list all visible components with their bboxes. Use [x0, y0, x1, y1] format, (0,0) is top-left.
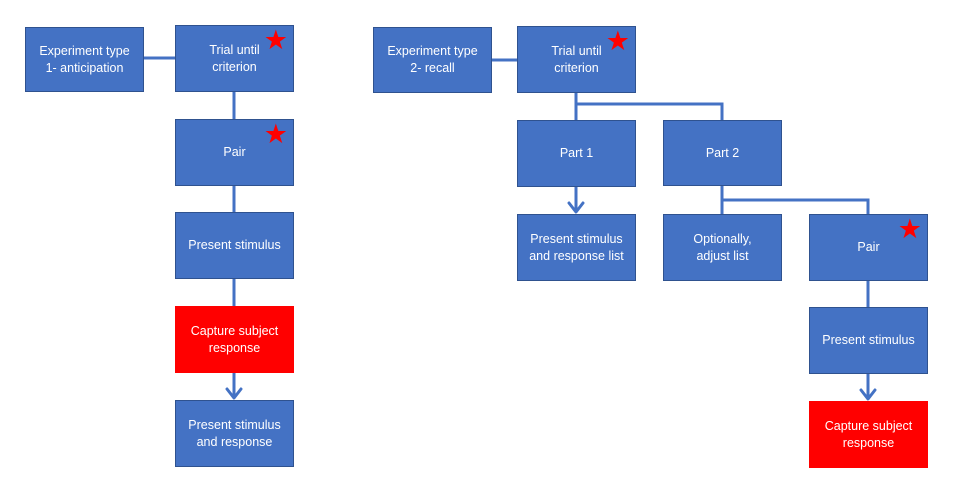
trial-until-criterion-box-2: Trial until criterion ★: [517, 26, 636, 93]
part-1-box: Part 1: [517, 120, 636, 187]
capture-subject-response-box-1: Capture subject response: [175, 306, 294, 373]
star-icon: ★: [263, 119, 288, 150]
part-2-box: Part 2: [663, 120, 782, 186]
star-icon: ★: [263, 25, 288, 56]
connector-part2-to-pair2: [722, 198, 870, 214]
trial-until-criterion-label-1: Trial until criterion: [209, 42, 260, 74]
present-stimulus-and-response-box: Present stimulus and response: [175, 400, 294, 467]
optionally-adjust-list-box: Optionally, adjust list: [663, 214, 782, 281]
present-stimulus-label-2: Present stimulus: [822, 333, 915, 347]
experiment-type-1-label: Experiment type 1- anticipation: [39, 43, 130, 75]
experiment-type-2-label: Experiment type 2- recall: [387, 44, 478, 75]
experiment-type-1-box: Experiment type 1- anticipation: [25, 27, 144, 92]
capture-subject-response-label-2: Capture subject response: [824, 418, 913, 450]
pair-box-2: Pair ★: [809, 214, 928, 281]
present-stimulus-and-response-label: Present stimulus and response: [188, 417, 281, 449]
present-stimulus-box-1: Present stimulus: [175, 212, 294, 279]
capture-subject-response-box-2: Capture subject response: [809, 401, 928, 468]
trial-until-criterion-label-2: Trial until criterion: [551, 43, 602, 75]
present-stimulus-label-1: Present stimulus: [188, 238, 281, 252]
trial-until-criterion-box-1: Trial until criterion ★: [175, 25, 294, 92]
present-stimulus-and-response-list-label: Present stimulus and response list: [529, 231, 624, 263]
part-2-label: Part 2: [705, 145, 740, 160]
star-icon: ★: [897, 214, 922, 245]
part-1-label: Part 1: [559, 146, 594, 160]
present-stimulus-and-response-list-box: Present stimulus and response list: [517, 214, 636, 281]
optionally-adjust-list-label: Optionally, adjust list: [693, 231, 752, 263]
connector-trial2-to-part2: [576, 102, 724, 120]
pair-label-1: Pair: [223, 145, 246, 159]
arrowhead-icon: [859, 388, 877, 401]
pair-label-2: Pair: [857, 240, 880, 254]
present-stimulus-box-2: Present stimulus: [809, 307, 928, 374]
star-icon: ★: [605, 26, 630, 57]
capture-subject-response-label-1: Capture subject response: [190, 323, 279, 355]
pair-box-1: Pair ★: [175, 119, 294, 186]
arrowhead-icon: [225, 387, 243, 400]
experiment-type-2-box: Experiment type 2- recall: [373, 27, 492, 93]
arrowhead-icon: [567, 201, 585, 214]
